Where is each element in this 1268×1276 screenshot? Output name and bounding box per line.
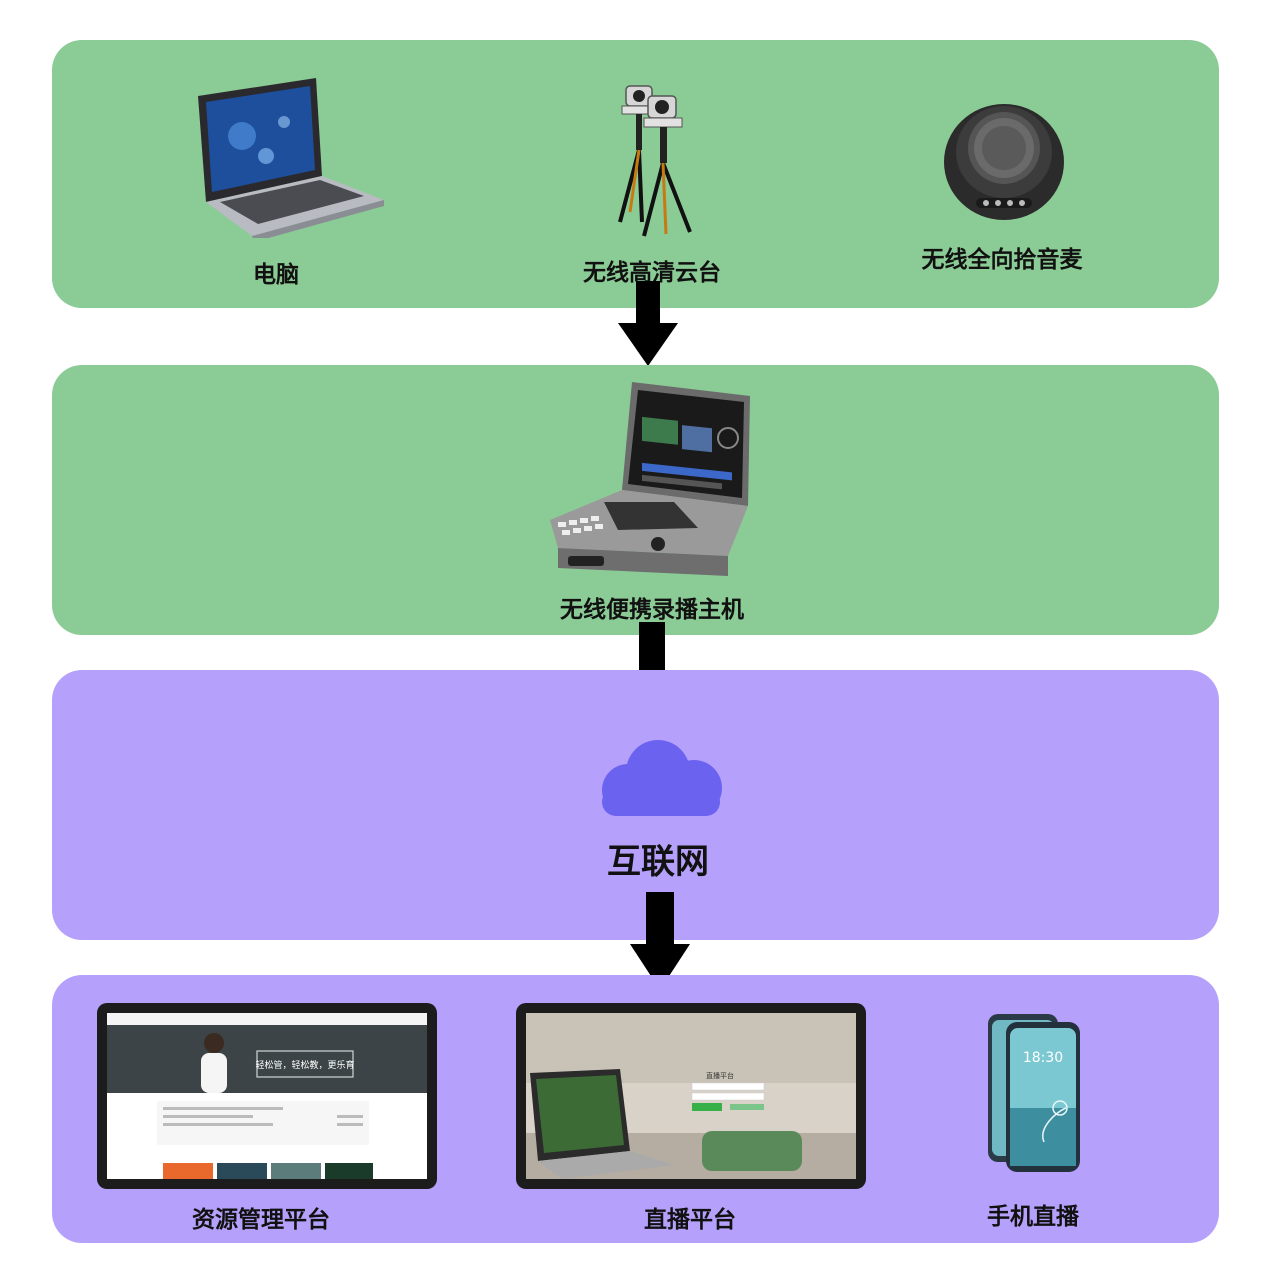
resource-platform-screen: 轻松管，轻松教，更乐育 <box>97 1003 437 1189</box>
microphone-image <box>942 94 1066 224</box>
recorder-label: 无线便携录播主机 <box>560 597 744 623</box>
phone-clock: 18:30 <box>1023 1050 1063 1066</box>
resource-banner-text: 轻松管，轻松教，更乐育 <box>255 1059 354 1071</box>
portable-recorder-image <box>538 380 754 580</box>
laptop-image <box>194 76 386 238</box>
mobile-live-label: 手机直播 <box>987 1204 1079 1230</box>
flow-arrow-1 <box>618 281 678 366</box>
flow-arrow-3 <box>630 892 690 990</box>
live-platform-label: 直播平台 <box>644 1207 736 1233</box>
live-login-title: 直播平台 <box>706 1071 734 1080</box>
live-platform-screen: 直播平台 <box>516 1003 866 1189</box>
ptz-camera-image <box>608 82 700 238</box>
internet-label: 互联网 <box>607 842 709 882</box>
mobile-phones-image: 18:30 <box>986 1012 1082 1174</box>
microphone-label: 无线全向拾音麦 <box>921 247 1083 273</box>
resource-platform-label: 资源管理平台 <box>192 1207 330 1233</box>
computer-label: 电脑 <box>253 262 299 288</box>
cloud-icon <box>584 738 730 818</box>
